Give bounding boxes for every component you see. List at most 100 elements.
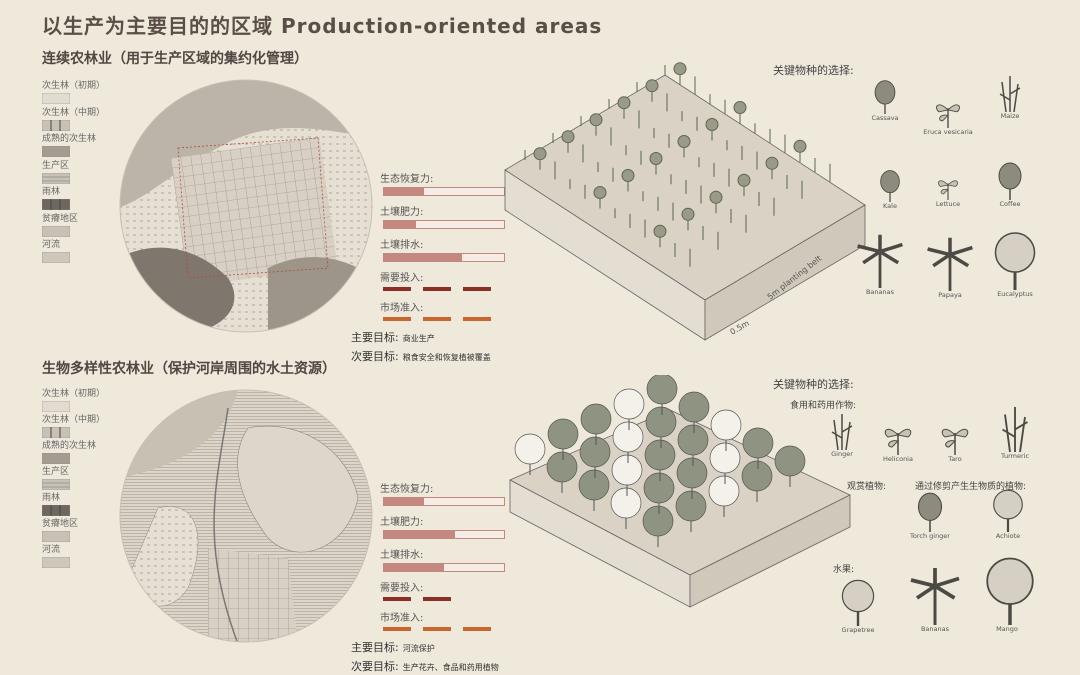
tree (580, 403, 612, 445)
species-name: Eucalyptus (997, 290, 1033, 298)
tree-crown (621, 169, 635, 182)
species-title-1: 关键物种的选择: (773, 64, 854, 77)
legend-label: 生产区 (42, 160, 70, 171)
tree-icon (983, 230, 1047, 290)
tree-crown (733, 101, 747, 114)
tree (646, 375, 678, 415)
tree-crown (765, 156, 779, 170)
tree (677, 424, 709, 466)
metric-label: 生态恢复力: (380, 174, 434, 185)
tree (644, 439, 676, 481)
tree-crown (645, 79, 659, 93)
legend-label: 成熟的次生林 (42, 441, 97, 451)
tree (611, 454, 643, 496)
legend-swatch (42, 531, 70, 542)
legend-label: 雨林 (42, 187, 61, 197)
shrub-icon (858, 168, 922, 202)
market-label: 市场准入: (380, 613, 424, 624)
legend-label: 贫瘠地区 (42, 213, 79, 224)
species-item: Lettuce (916, 170, 980, 208)
legend-item: 成熟的次生林 (42, 438, 105, 464)
legend-label: 河流 (42, 545, 61, 555)
species-item: Kale (858, 168, 922, 210)
species-item: Maize (978, 72, 1042, 120)
species-item: Taro (923, 415, 987, 463)
legend-swatch (42, 505, 70, 516)
palm-icon (903, 565, 967, 625)
tree (678, 391, 710, 433)
tree (645, 406, 677, 448)
metrics-panel-2: 生态恢复力:土壤肥力:土壤排水:需要投入:市场准入:主要目标:河流保护次要目标:… (351, 480, 505, 674)
isometric-planting-block-2 (509, 375, 851, 608)
species-item: Coffee (978, 160, 1042, 208)
section-2-subtitle: 生物多样性农林业（保护河岸周围的水土资源） (42, 361, 336, 377)
tree (741, 460, 773, 502)
tree (675, 490, 707, 532)
species-item: Achiote (976, 488, 1040, 540)
tree-crown (561, 130, 575, 144)
species-item: Eruca vesicaria (916, 92, 980, 136)
tree-icon (975, 555, 1039, 625)
tree (578, 469, 610, 511)
tree-crown (617, 96, 631, 110)
herb-icon (916, 92, 980, 128)
species-name: Bananas (920, 625, 950, 633)
tree (546, 451, 578, 493)
species-item: Eucalyptus (983, 230, 1047, 298)
legend-label: 次生林（中期） (42, 415, 106, 425)
species-item: Ginger (810, 410, 874, 458)
legend-item: 生产区 (42, 464, 105, 490)
species-name: Lettuce (935, 200, 961, 208)
species-item: Bananas (903, 565, 967, 633)
input-label: 需要投入: (380, 583, 424, 594)
species-name: Bananas (865, 288, 895, 296)
species-name: Turmeric (1000, 452, 1030, 460)
tree (774, 445, 806, 487)
metric-bar (383, 563, 505, 572)
tree-crown (705, 118, 719, 131)
legend-swatch (42, 453, 70, 464)
species-name: Grapetree (841, 626, 875, 634)
legend-label: 雨林 (42, 493, 61, 503)
legend-swatch (42, 557, 70, 568)
tree (514, 433, 546, 475)
tree-crown (737, 173, 751, 187)
metrics-panel-1: 生态恢复力:土壤肥力:土壤排水:需要投入:市场准入:主要目标:商业生产次要目标:… (351, 170, 505, 364)
input-label: 需要投入: (380, 273, 424, 284)
legend-swatch (42, 479, 70, 490)
legend-label: 贫瘠地区 (42, 519, 79, 529)
legend-item: 雨林 (42, 490, 105, 516)
legend-item: 贫瘠地区 (42, 516, 105, 542)
section-1-subtitle: 连续农林业（用于生产区域的集约化管理） (42, 51, 308, 67)
market-level (383, 627, 505, 631)
input-level (383, 287, 505, 291)
legend-label: 次生林（初期） (42, 389, 106, 399)
category-food-medicinal: 食用和药用作物: (790, 401, 857, 411)
tree (710, 409, 742, 451)
primary-goal: 主要目标:商业生产 (351, 331, 435, 344)
tree-crown (593, 186, 607, 199)
legend-item: 次生林（中期） (42, 412, 105, 438)
legend-item: 贫瘠地区 (42, 211, 105, 238)
grass-icon (810, 410, 874, 450)
legend-swatch (42, 199, 70, 210)
legend-item: 生产区 (42, 158, 105, 185)
species-name: Ginger (831, 450, 853, 458)
species-name: Taro (948, 455, 962, 463)
metric-bar (383, 220, 505, 229)
tree-crown (793, 139, 807, 153)
legend-label: 成熟的次生林 (42, 134, 97, 144)
species-item: Papaya (918, 235, 982, 299)
species-item: Cassava (853, 78, 917, 122)
grass-icon (983, 402, 1047, 452)
herb-icon (916, 170, 980, 200)
metric-label: 土壤肥力: (380, 207, 424, 218)
legend-item: 成熟的次生林 (42, 131, 105, 158)
legend-swatch (42, 252, 70, 263)
shrub-icon (853, 78, 917, 114)
metric-label: 土壤肥力: (380, 517, 424, 528)
metric-label: 土壤排水: (380, 550, 424, 561)
species-name: Kale (883, 202, 897, 210)
palm-icon (918, 235, 982, 291)
species-item: Torch ginger (898, 490, 962, 540)
